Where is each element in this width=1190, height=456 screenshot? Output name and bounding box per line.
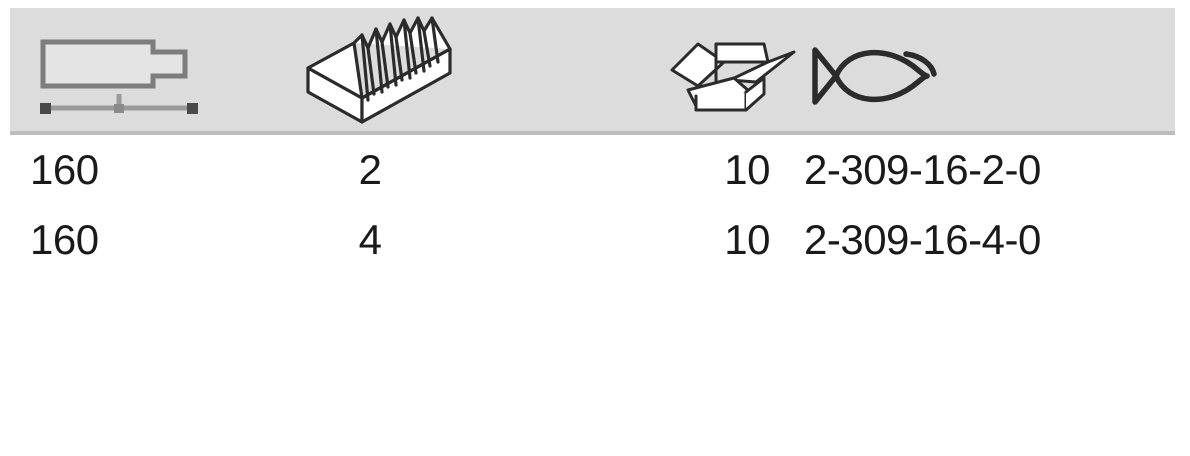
table-header-row	[10, 8, 1175, 131]
cell-article-number: 2-309-16-4-0	[804, 216, 1041, 263]
cell-length: 160	[30, 216, 99, 263]
open-box-icon	[668, 30, 798, 120]
table-row: 160 2 10 2-309-16-2-0	[0, 135, 1190, 205]
table-body: 160 2 10 2-309-16-2-0 160 4 10 2-309-16-…	[0, 135, 1190, 455]
cell-cut: 2	[358, 146, 382, 193]
cell-cut: 4	[358, 216, 382, 263]
serrated-cut-block-icon	[302, 16, 457, 126]
table-empty-space	[0, 275, 1190, 455]
fish-icon	[806, 38, 941, 113]
cell-packaging: 10	[724, 146, 770, 193]
cell-length: 160	[30, 146, 99, 193]
tool-length-dimension-icon	[35, 28, 215, 118]
header-bottom-rule	[10, 131, 1175, 135]
cell-article-number: 2-309-16-2-0	[804, 146, 1041, 193]
cell-packaging: 10	[724, 216, 770, 263]
table-row: 160 4 10 2-309-16-4-0	[0, 205, 1190, 275]
